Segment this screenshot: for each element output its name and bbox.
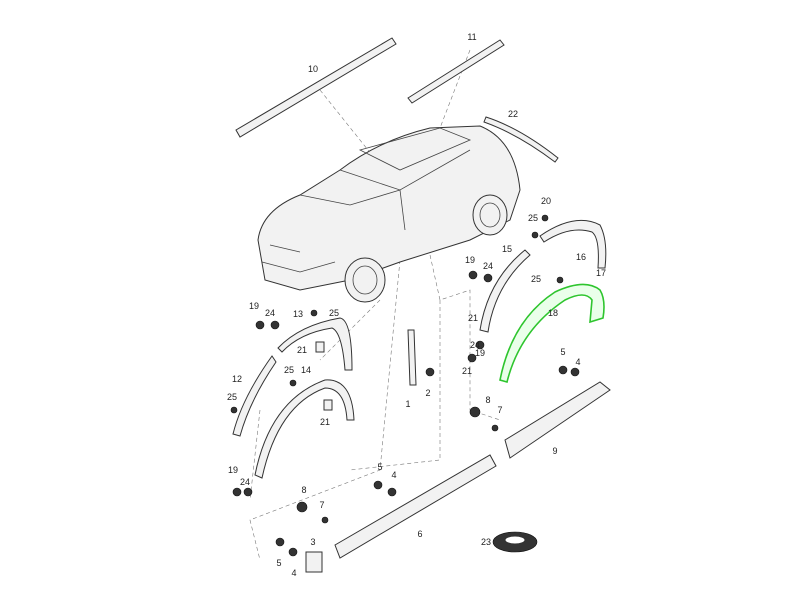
part-11-roof-strip[interactable]	[407, 39, 505, 104]
callout: 9	[552, 446, 557, 456]
callout: 19	[249, 301, 259, 311]
part-3-cover[interactable]	[305, 551, 323, 573]
callout: 23	[481, 537, 491, 547]
part-12-arch-trim[interactable]	[232, 355, 277, 437]
part-1-pillar-trim[interactable]	[407, 329, 417, 386]
callout: 6	[417, 529, 422, 539]
callout: 4	[575, 357, 580, 367]
part-18-wheel-arch-extension-highlighted[interactable]	[499, 283, 605, 383]
callout: 2	[425, 388, 430, 398]
callout: 3	[310, 537, 315, 547]
callout: 19	[475, 348, 485, 358]
callout: 16	[576, 252, 586, 262]
callout: 14	[301, 365, 311, 375]
fasteners	[230, 214, 580, 557]
callout: 10	[308, 64, 318, 74]
callout: 25	[329, 308, 339, 318]
callout: 19	[465, 255, 475, 265]
callout: 25	[284, 365, 294, 375]
part-10-roof-strip[interactable]	[235, 37, 397, 138]
callout: 11	[467, 32, 476, 42]
callout: 18	[548, 308, 558, 318]
clip-21[interactable]	[315, 341, 325, 353]
part-23-tape-roll[interactable]	[492, 531, 538, 553]
callout: 21	[462, 366, 472, 376]
callout: 24	[483, 261, 493, 271]
callout: 5	[560, 347, 565, 357]
callout: 7	[319, 500, 324, 510]
callout: 25	[528, 213, 538, 223]
callout: 25	[531, 274, 541, 284]
callout: 24	[470, 340, 480, 350]
part-9-door-trim[interactable]	[504, 381, 611, 459]
vehicle-illustration	[257, 125, 521, 303]
callout: 4	[291, 568, 296, 578]
callout: 24	[265, 308, 275, 318]
callout: 21	[297, 345, 307, 355]
callout: 5	[276, 558, 281, 568]
callout: 1	[405, 399, 410, 409]
callout: 17	[596, 268, 606, 278]
callout: 24	[240, 477, 250, 487]
callout: 4	[391, 470, 396, 480]
callout: 12	[232, 374, 242, 384]
part-6-side-sill-panel[interactable]	[334, 454, 497, 559]
callout: 25	[227, 392, 237, 402]
callout: 21	[320, 417, 330, 427]
clip-21[interactable]	[323, 399, 333, 411]
part-22-trim[interactable]	[483, 116, 559, 163]
callout: 15	[502, 244, 512, 254]
callout: 20	[541, 196, 551, 206]
callout: 8	[485, 395, 490, 405]
callout-labels: 10 11 22 20 25 16 17 15 19 24 25 18 21 2…	[227, 32, 606, 578]
callout: 7	[497, 405, 502, 415]
callout: 8	[301, 485, 306, 495]
part-14-wheel-arch-extension[interactable]	[254, 379, 355, 479]
callout: 5	[377, 462, 382, 472]
callout: 21	[468, 313, 478, 323]
callout: 22	[508, 109, 518, 119]
part-16-wheel-arch-extension[interactable]	[539, 219, 607, 269]
part-13-wheel-arch-extension[interactable]	[277, 317, 353, 371]
callout: 13	[293, 309, 303, 319]
callout: 19	[228, 465, 238, 475]
part-15-arch-trim[interactable]	[479, 249, 531, 333]
